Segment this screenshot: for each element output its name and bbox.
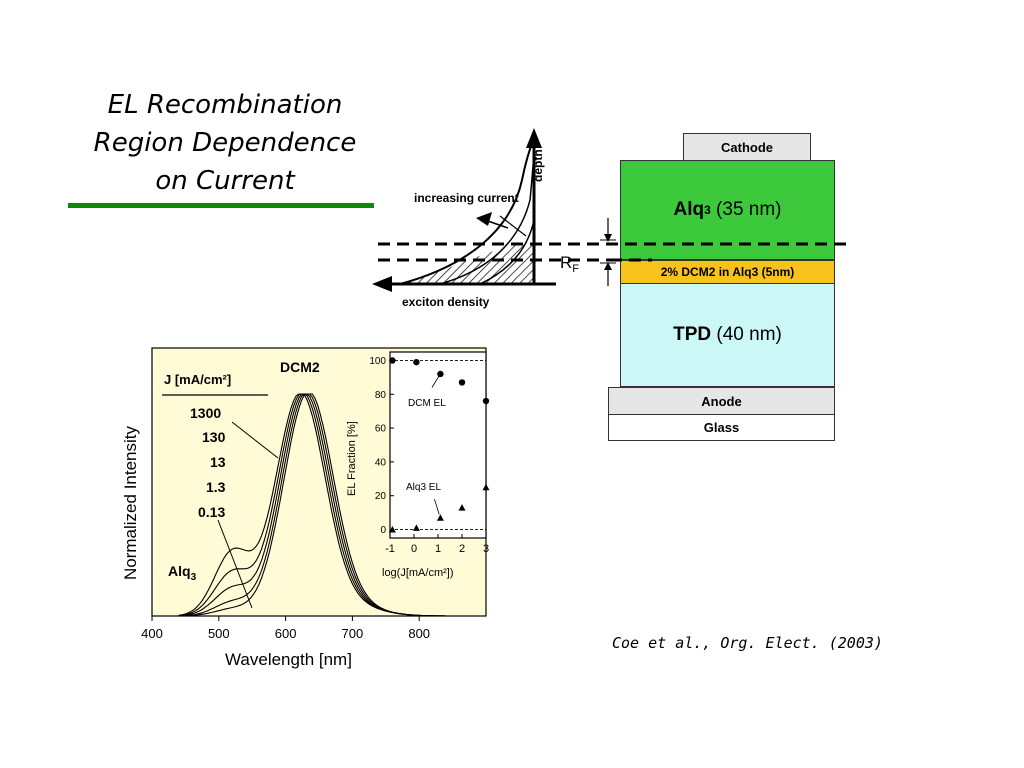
- current-arrow-shaft: [481, 218, 509, 229]
- el-fraction-inset: 0 20 40 60 80 100 -1 0 1 2 3 log(J[mA/cm²]) EL Fra…: [346, 351, 490, 579]
- rf-arrow-top-head: [604, 234, 612, 242]
- title-line-3: on Current: [155, 166, 295, 196]
- title-underline: [68, 203, 374, 208]
- legend-j-0-13: 0.13: [198, 504, 225, 520]
- inset-plot-area: [389, 351, 487, 539]
- increasing-current-label: increasing current: [414, 191, 519, 205]
- anode-layer: Anode: [608, 387, 835, 415]
- inset-y-label: EL Fraction [%]: [346, 421, 358, 496]
- citation: Coe et al., Org. Elect. (2003): [612, 634, 883, 652]
- density-curve-mid: [439, 154, 535, 285]
- legend-j-1-3: 1.3: [206, 479, 226, 495]
- density-curve-high: [399, 137, 535, 285]
- current-pointer-line: [499, 215, 527, 237]
- spectrum-x-tick-label: 800: [408, 626, 430, 641]
- alq3-el-point: [436, 514, 444, 521]
- legend-j-1300: 1300: [190, 405, 221, 421]
- inset-x-tick-label: 2: [459, 543, 465, 555]
- inset-x-tick-label: 1: [435, 543, 441, 555]
- dcm-el-point: [437, 370, 444, 378]
- legend-j-13: 13: [210, 454, 226, 470]
- density-curve-low: [479, 219, 535, 285]
- alq3-el-point: [482, 483, 490, 491]
- inset-x-tick-label: 3: [483, 543, 489, 555]
- alq3-name: Alq: [673, 199, 705, 220]
- inset-y-tick-label: 40: [375, 457, 387, 468]
- legend-j-130: 130: [202, 429, 226, 445]
- spectrum-x-tick-label: 500: [208, 626, 230, 641]
- spectrum-x-tick-label: 400: [141, 626, 163, 641]
- inset-content: 0 20 40 60 80 100 -1 0 1 2 3: [369, 356, 490, 555]
- dcm-el-leader: [431, 375, 440, 388]
- legend-leader-0-13: [217, 519, 253, 609]
- alq3-el-point: [388, 526, 396, 533]
- alq3-peak-label: Alq3: [168, 563, 197, 583]
- dcm2-peak-label: DCM2: [280, 359, 320, 375]
- tpd-thickness: (40 nm): [716, 324, 782, 345]
- spectrum-x-tick-label: 600: [275, 626, 297, 641]
- legend-title: J [mA/cm²]: [164, 372, 231, 387]
- tpd-name: TPD: [673, 324, 712, 345]
- dcm-el-point: [482, 397, 490, 405]
- cathode-layer: Cathode: [683, 133, 811, 161]
- inset-x-label: log(J[mA/cm²]): [382, 567, 454, 579]
- title-line-1: EL Recombination: [107, 90, 343, 120]
- dcm2-layer: 2% DCM2 in Alq3 (5nm): [620, 260, 835, 284]
- inset-y-tick-label: 100: [369, 356, 386, 367]
- dcm-el-point: [413, 358, 420, 366]
- inset-dcm-el-label: DCM EL: [408, 398, 446, 409]
- alq3-el-point: [412, 524, 420, 531]
- alq3-el-point: [458, 504, 466, 511]
- inset-alq3-el-label: Alq3 EL: [406, 482, 441, 493]
- exciton-density-sketch: increasing current exciton density depth: [372, 128, 556, 309]
- inset-y-tick-label: 20: [375, 491, 387, 502]
- dcm-el-point: [389, 357, 396, 364]
- spectrum-x-label: Wavelength [nm]: [225, 650, 352, 669]
- spectrum-curve: [178, 393, 460, 617]
- inset-y-tick-label: 0: [380, 525, 386, 536]
- recombination-marker: RF: [378, 218, 850, 286]
- inset-x-tick-label: 0: [411, 543, 417, 555]
- depth-label: depth: [531, 149, 545, 182]
- spectrum-x-tick-label: 700: [342, 626, 364, 641]
- spectrum-curves: [178, 393, 460, 617]
- exciton-arrowhead: [372, 276, 392, 292]
- glass-layer: Glass: [608, 414, 835, 441]
- alq3-thickness: (35 nm): [716, 199, 782, 220]
- rf-arrow-bottom-head: [604, 262, 612, 270]
- spectrum-y-label: Normalized Intensity: [121, 425, 140, 580]
- inset-x-tick-label: -1: [385, 543, 395, 555]
- slide-title: EL Recombination Region Dependence on Cu…: [60, 86, 390, 200]
- rf-label: RF: [560, 253, 579, 275]
- alq3-el-leader: [434, 498, 440, 515]
- tpd-layer: TPD (40 nm): [620, 283, 835, 387]
- spectrum-x-ticks: 400 500 600 700 800: [141, 616, 430, 641]
- title-line-2: Region Dependence: [93, 128, 357, 158]
- inset-y-tick-label: 80: [375, 390, 387, 401]
- exciton-density-label: exciton density: [402, 295, 490, 309]
- inset-y-tick-label: 60: [375, 424, 387, 435]
- legend-leader-1300: [231, 421, 279, 459]
- alq3-subscript: 3: [704, 203, 711, 217]
- dcm-el-point: [458, 379, 466, 386]
